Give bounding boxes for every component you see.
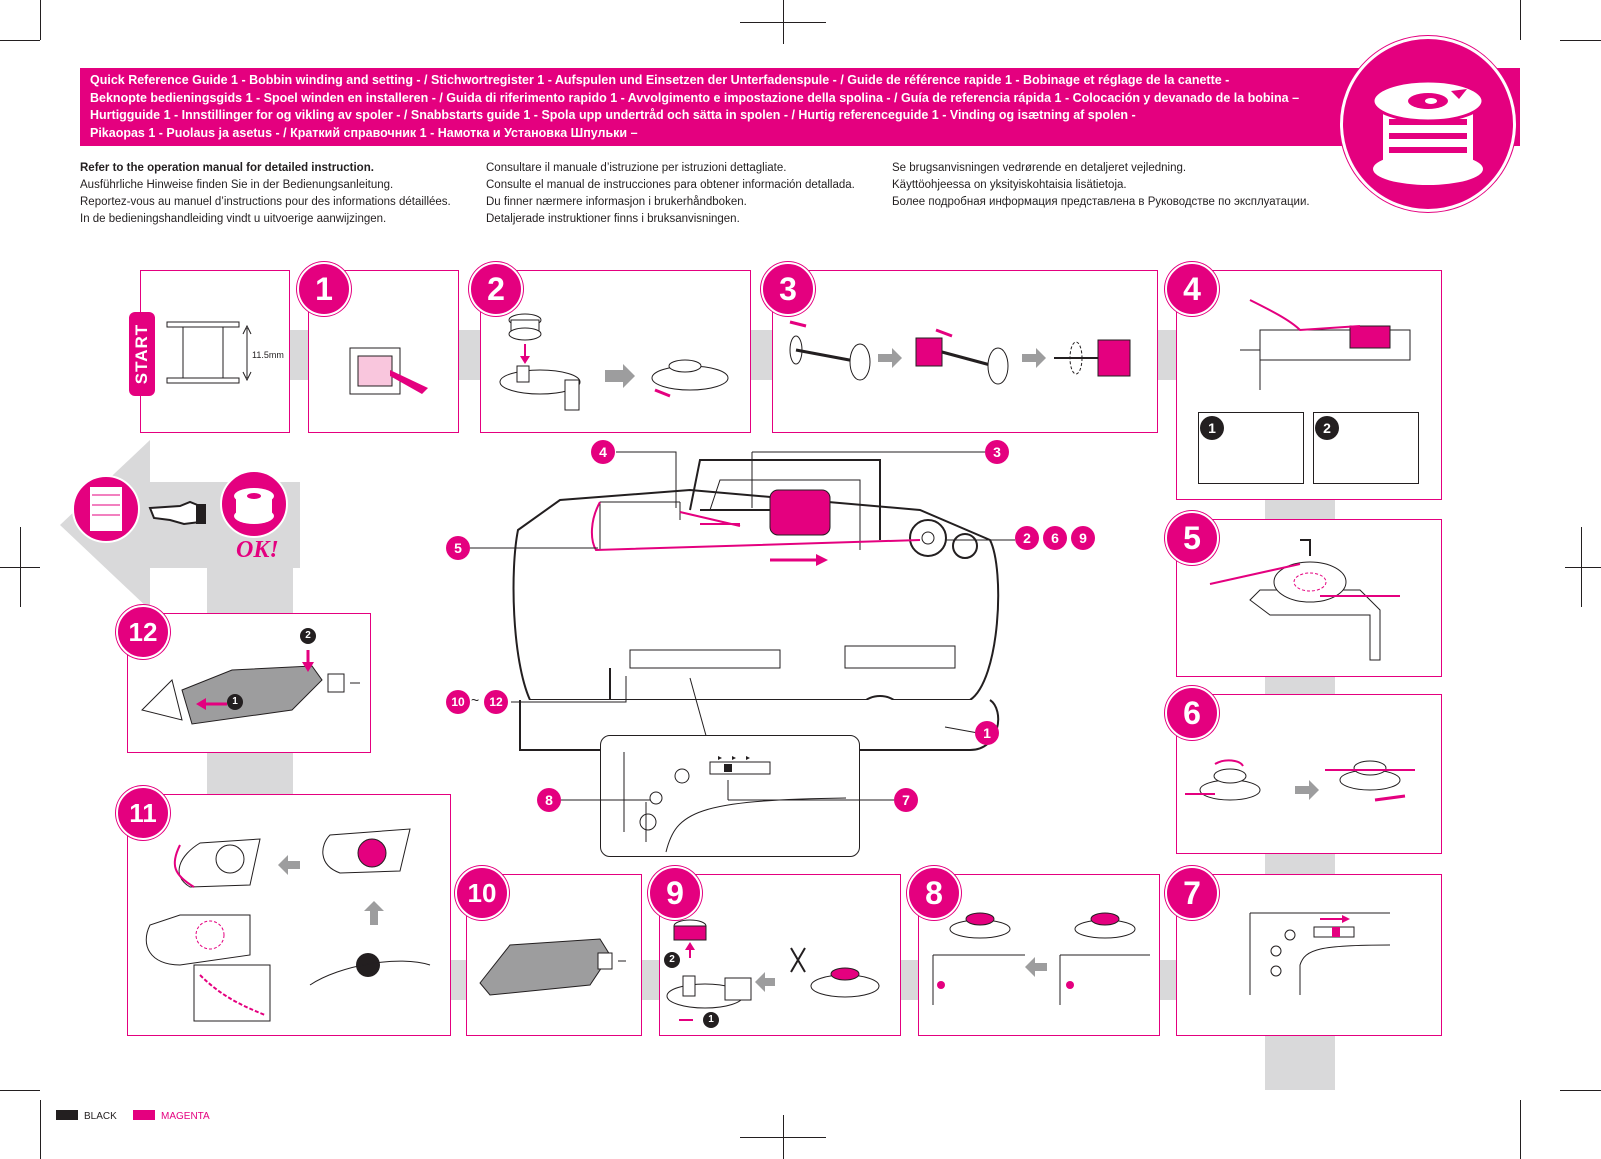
speed-slider-illustration [1249, 912, 1391, 995]
crop-mark [783, 1115, 784, 1159]
crop-mark [1560, 40, 1601, 41]
callout-3: 3 [985, 440, 1009, 464]
callout-6: 6 [1043, 526, 1067, 550]
step-7-panel [1176, 874, 1442, 1036]
open-bobbin-cover-illustration [141, 650, 360, 725]
crop-mark [1520, 1100, 1521, 1159]
callout-12: 12 [484, 690, 508, 714]
substep-2-badge: 2 [664, 952, 680, 968]
pretension-disc-illustration [1209, 539, 1400, 661]
reference-text: Se brugsanvisningen vedrørende en detalj… [892, 162, 1187, 174]
callout-8: 8 [537, 788, 561, 812]
substep-1-badge: 1 [703, 1012, 719, 1028]
reference-text: Du finner nærmere informasjon i brukerhå… [486, 196, 747, 208]
cut-thread-remove-bobbin-illustration [666, 919, 880, 1021]
reference-text: Ausführliche Hinweise finden Sie in der … [80, 179, 394, 191]
crop-mark [40, 1100, 41, 1159]
step-5-number: 5 [1165, 511, 1219, 565]
ok-label: OK! [236, 537, 279, 563]
crop-mark [0, 40, 40, 41]
step-3-number: 3 [761, 262, 815, 316]
bobbin-ok-icon [220, 470, 288, 538]
thread-guide-illustration [1240, 299, 1411, 390]
crop-mark [1565, 567, 1601, 568]
bobbin-winding-illustration [1185, 759, 1415, 802]
step-10-number: 10 [455, 866, 509, 920]
start-label: START [129, 312, 155, 396]
bobbin-cover-illustration [479, 938, 626, 996]
callout-10: 10 [446, 690, 470, 714]
reference-text: In de bedieningshandleiding vindt u uitv… [80, 213, 387, 225]
control-panel-closeup [623, 752, 847, 853]
callout-1: 1 [975, 721, 999, 745]
substep-2-badge: 2 [1315, 416, 1339, 440]
winding-stop-illustration [932, 912, 1150, 1005]
reference-text: Käyttöohjeessa on yksityiskohtaisia lisä… [892, 179, 1127, 191]
bobbin-size-icon [166, 321, 252, 384]
bobbin-insertion-illustration [145, 828, 431, 1022]
substep-2-badge: 2 [300, 628, 316, 644]
reference-text: Detaljerade instruktioner finns i bruksa… [486, 213, 740, 225]
thread-spool-icon [72, 475, 140, 543]
crop-mark [1581, 527, 1582, 607]
power-switch-icon [349, 347, 428, 395]
crop-mark [783, 0, 784, 44]
pointing-hand-icon [148, 500, 206, 526]
substep-1-badge: 1 [227, 694, 243, 710]
black-swatch [56, 1110, 78, 1120]
banner-line-2: Beknopte bedieningsgids 1 - Spoel winden… [90, 90, 1300, 105]
reference-text: Consultare il manuale d’istruzione per i… [486, 162, 787, 174]
step-9-number: 9 [648, 866, 702, 920]
banner-line-3: Hurtigguide 1 - Innstillinger for og vik… [90, 108, 1136, 122]
spool-pin-illustration [789, 320, 1131, 385]
title-banner: Quick Reference Guide 1 - Bobbin winding… [80, 68, 1520, 146]
step-11-number: 11 [116, 786, 170, 840]
step-8-number: 8 [907, 866, 961, 920]
magenta-label: MAGENTA [161, 1111, 210, 1122]
reference-text: Refer to the operation manual for detail… [80, 162, 374, 174]
black-label: BLACK [84, 1111, 117, 1122]
start-text: START [132, 323, 151, 385]
callout-7: 7 [894, 788, 918, 812]
reference-text: Более подробная информация представлена … [892, 196, 1310, 208]
bobbin-dimension: 11.5mm [252, 350, 284, 360]
reference-column-3: Se brugsanvisningen vedrørende en detalj… [892, 160, 1310, 211]
step-2-number: 2 [469, 262, 523, 316]
step-3-panel [772, 270, 1158, 433]
step-1-number: 1 [297, 262, 351, 316]
reference-text: Consulte el manual de instrucciones para… [486, 179, 855, 191]
step-6-number: 6 [1165, 686, 1219, 740]
reference-column-1: Refer to the operation manual for detail… [80, 160, 451, 228]
callout-4: 4 [591, 440, 615, 464]
substep-1-badge: 1 [1200, 416, 1224, 440]
callout-9: 9 [1071, 526, 1095, 550]
banner-line-1: Quick Reference Guide 1 - Bobbin winding… [90, 73, 1230, 87]
crop-mark [40, 0, 41, 40]
crop-mark [1520, 0, 1521, 40]
step-4-number: 4 [1165, 262, 1219, 316]
callout-2: 2 [1015, 526, 1039, 550]
step-7-number: 7 [1165, 866, 1219, 920]
start-panel [140, 270, 290, 433]
crop-mark [20, 527, 21, 607]
crop-mark [0, 1090, 40, 1091]
callout-tilde: ~ [471, 692, 480, 708]
banner-line-4: Pikaopas 1 - Puolaus ja asetus - / Кратк… [90, 125, 638, 140]
step-12-number: 12 [116, 605, 170, 659]
crop-mark [1560, 1090, 1601, 1091]
bobbin-on-spindle-illustration [499, 313, 729, 411]
bobbin-logo-icon [1340, 36, 1516, 212]
reference-text: Reportez-vous au manuel d’instructions p… [80, 196, 451, 208]
magenta-swatch [133, 1110, 155, 1120]
reference-column-2: Consultare il manuale d’istruzione per i… [486, 160, 855, 228]
callout-5: 5 [446, 536, 470, 560]
